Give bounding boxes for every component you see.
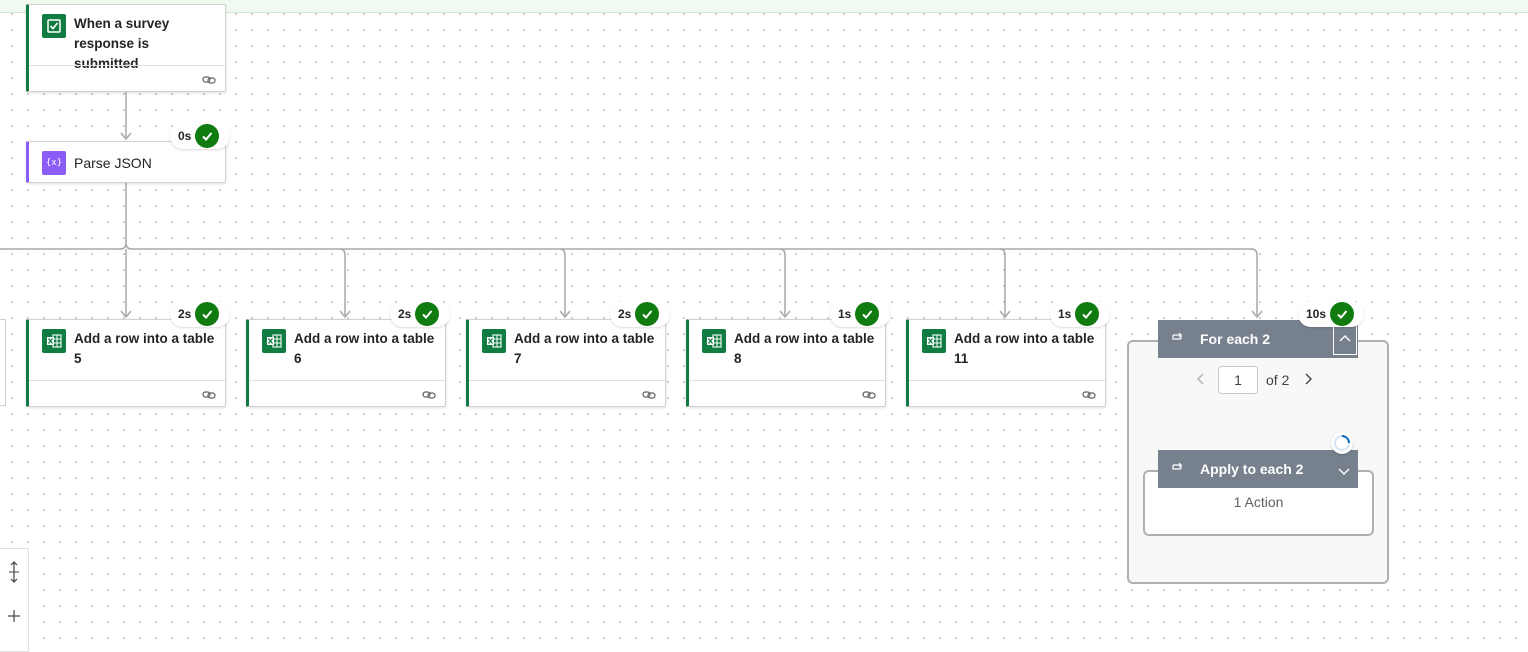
- link-icon[interactable]: [1082, 387, 1096, 405]
- status-badge: 0s: [170, 123, 230, 149]
- duration-label: 1s: [838, 307, 852, 321]
- duration-label: 2s: [398, 307, 412, 321]
- status-badge: 1s: [830, 301, 890, 327]
- excel-icon: [922, 329, 946, 353]
- loop-icon: [1170, 460, 1184, 478]
- status-badge: 2s: [390, 301, 450, 327]
- chevron-left-icon[interactable]: [1196, 372, 1206, 389]
- duration-label: 10s: [1306, 307, 1327, 321]
- offscreen-card-edge[interactable]: [0, 319, 6, 406]
- link-icon[interactable]: [202, 387, 216, 405]
- excel-icon: [262, 329, 286, 353]
- card-footer: [469, 380, 665, 406]
- link-icon[interactable]: [422, 387, 436, 405]
- iteration-pager: 1 of 2: [1196, 366, 1313, 394]
- loop-icon: [1170, 330, 1184, 348]
- status-badge: 1s: [1050, 301, 1110, 327]
- excel-icon: [482, 329, 506, 353]
- for-each-title: For each 2: [1200, 331, 1271, 347]
- chevron-right-icon[interactable]: [1303, 372, 1313, 389]
- loading-spinner-icon: [1331, 432, 1353, 454]
- status-badge: 2s: [610, 301, 670, 327]
- link-icon[interactable]: [202, 72, 216, 90]
- card-footer: [689, 380, 885, 406]
- duration-label: 1s: [1058, 307, 1072, 321]
- parse-json-icon: {x}: [42, 151, 66, 175]
- duration-label: 0s: [178, 129, 192, 143]
- excel-icon: [42, 329, 66, 353]
- status-badge: 2s: [170, 301, 230, 327]
- duration-label: 2s: [178, 307, 192, 321]
- check-icon: [1330, 302, 1355, 326]
- top-status-bar: [0, 0, 1528, 13]
- parse-json-title: Parse JSON: [74, 155, 152, 171]
- link-icon[interactable]: [642, 387, 656, 405]
- duration-label: 2s: [618, 307, 632, 321]
- chevron-down-icon[interactable]: [1338, 463, 1350, 481]
- excel-icon: [702, 329, 726, 353]
- apply-to-each-title: Apply to each 2: [1200, 461, 1304, 477]
- check-icon: [855, 302, 880, 326]
- status-badge: 10s: [1298, 301, 1364, 327]
- check-icon: [195, 302, 220, 326]
- action-count: 1 Action: [1233, 494, 1284, 510]
- fit-view-icon[interactable]: [0, 557, 28, 587]
- link-icon[interactable]: [862, 387, 876, 405]
- iteration-total: of 2: [1266, 372, 1290, 388]
- check-icon: [635, 302, 660, 326]
- check-icon: [1075, 302, 1100, 326]
- iteration-input[interactable]: 1: [1218, 366, 1258, 394]
- check-icon: [415, 302, 440, 326]
- canvas-toolbar: [0, 548, 29, 652]
- card-footer: [29, 65, 225, 91]
- check-icon: [195, 124, 220, 148]
- card-footer: [249, 380, 445, 406]
- forms-icon: [42, 14, 66, 38]
- card-footer: [29, 380, 225, 406]
- apply-to-each-header[interactable]: Apply to each 2: [1158, 450, 1358, 488]
- zoom-in-icon[interactable]: [0, 601, 28, 631]
- card-footer: [909, 380, 1105, 406]
